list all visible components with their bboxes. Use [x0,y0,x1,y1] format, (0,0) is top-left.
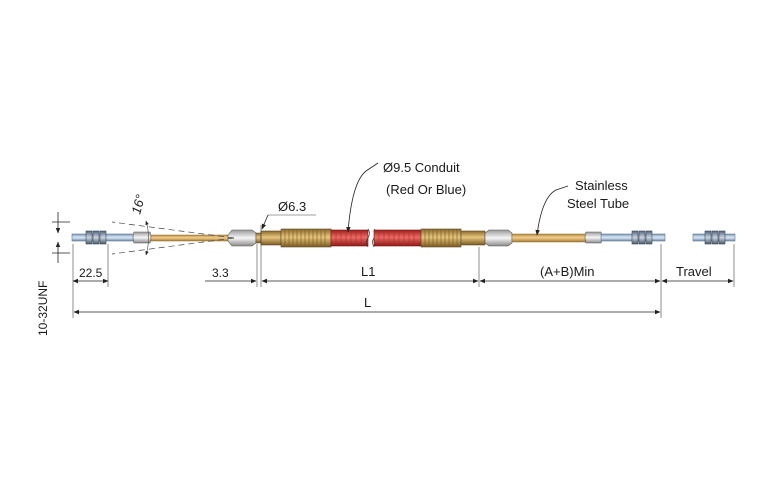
rod-diameter-label: Ø6.3 [278,199,306,214]
ab-min-label: (A+B)Min [540,264,595,279]
conduit-segment-right [373,229,422,247]
gap-label: 3.3 [212,266,229,280]
swivel-angle-lines [111,220,235,256]
overall-length-label: L [364,295,371,310]
steel-tube-label-line2: Steel Tube [567,196,629,211]
conduit-label-line1: Ø9.5 Conduit [383,160,460,175]
collar [255,232,262,244]
thread-spec-label: 10-32UNF [36,281,50,336]
travel-label: Travel [676,264,712,279]
hex-nut-icon [85,230,107,245]
swivel-angle-label: 16° [128,193,148,216]
labels: 10-32UNF 22.5 16° Ø6.3 3.3 Ø9.5 Conduit … [36,160,712,336]
break-mark [366,228,370,248]
thread-length-label: 22.5 [79,266,103,280]
hex-nut-icon [631,230,653,245]
left-end-fitting [260,230,282,246]
right-swivel-joint [484,229,513,247]
right-end-fitting [460,230,486,246]
cable-assembly [71,228,736,248]
swivel-ferrule-icon [584,231,603,244]
steel-tube-label-line1: Stainless [575,178,628,193]
conduit-segment-left [330,229,369,247]
dimension-lines [52,162,735,318]
conduit-label-line2: (Red Or Blue) [386,182,466,197]
travel-rod-position [692,230,736,245]
knurled-hub-right [420,228,462,248]
knurled-hub-left [280,228,332,248]
l1-label: L1 [361,264,375,279]
stainless-steel-tube [511,233,587,243]
